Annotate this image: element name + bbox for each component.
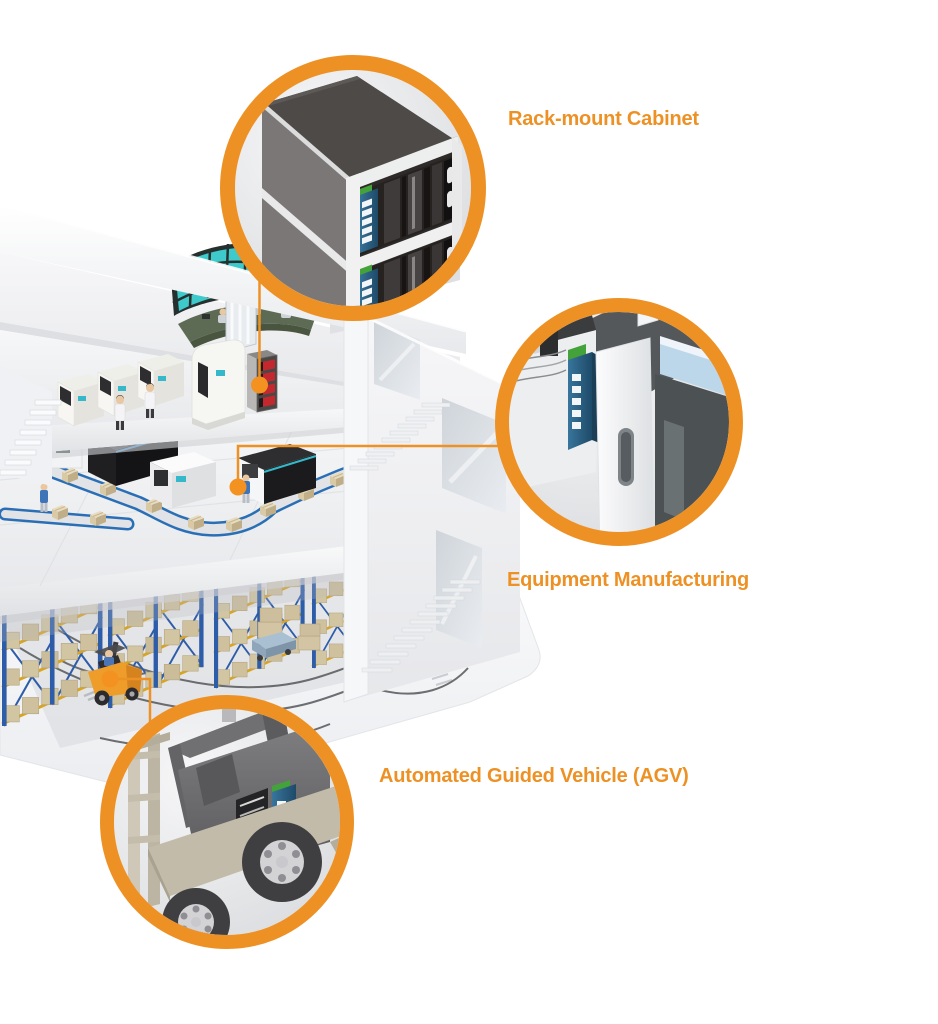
connector-equipment: [236, 444, 522, 487]
pallet-stack: [297, 623, 321, 651]
frosted-window: [442, 398, 506, 514]
marker-agv: [101, 670, 119, 688]
rack-switch-bay: [354, 154, 456, 258]
agv-forklift-illustration: [118, 709, 340, 935]
label-automated-guided-vehicle: Automated Guided Vehicle (AGV): [379, 765, 689, 787]
smt-machine: [137, 354, 184, 407]
marker-rack-cabinet: [251, 376, 268, 394]
marker-equipment: [229, 478, 247, 496]
callout-markers: [101, 376, 268, 688]
label-equipment-manufacturing: Equipment Manufacturing: [507, 569, 750, 591]
left-staircase: [0, 366, 62, 486]
frosted-window: [374, 322, 420, 400]
wrapping-machine: [238, 444, 317, 504]
callout-circle-rack-mount-cabinet: [220, 55, 486, 321]
conveyor-line: [0, 454, 370, 537]
label-rack-mount-cabinet: Rack-mount Cabinet: [508, 108, 699, 130]
interior-staircase-lower: [361, 579, 481, 673]
callout-circle-agv: [100, 695, 354, 949]
rear-wheel: [242, 822, 322, 902]
agv-robot: [252, 607, 296, 661]
packaging-machine-white: [150, 452, 216, 508]
connector-agv: [110, 677, 152, 735]
callout-circle-equipment-manufacturing: [495, 298, 743, 546]
smt-machine: [57, 374, 104, 427]
server-rack: [247, 350, 278, 413]
right-exterior-wall: [343, 297, 521, 703]
pick-place-machine: [191, 339, 246, 430]
